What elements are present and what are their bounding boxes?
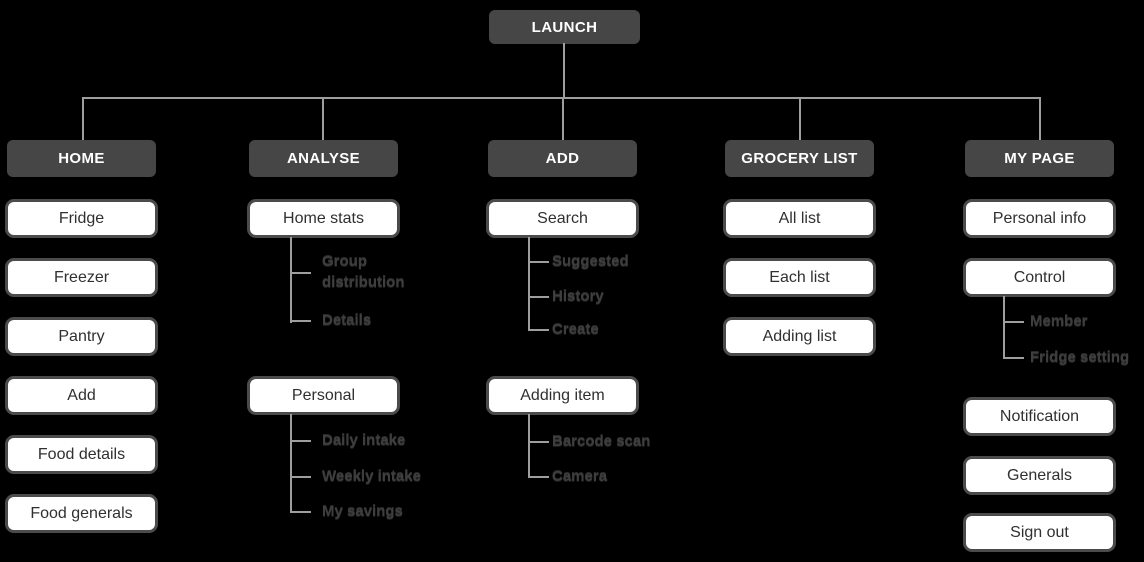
- tick-suggested: [528, 261, 549, 263]
- leaf-my-savings: My savings: [322, 503, 403, 520]
- node-search: Search: [486, 199, 639, 238]
- leaf-history: History: [552, 288, 604, 305]
- node-adding-list: Adding list: [723, 317, 876, 356]
- header-analyse: ANALYSE: [249, 140, 398, 177]
- connector-drop-grocery-list: [799, 97, 801, 140]
- branch-adding-item: [528, 414, 530, 478]
- connector-drop-analyse: [322, 97, 324, 140]
- connector-main-horizontal: [82, 97, 1041, 99]
- tick-daily-intake: [290, 440, 311, 442]
- tick-barcode-scan: [528, 441, 549, 443]
- node-freezer: Freezer: [5, 258, 158, 297]
- node-fridge: Fridge: [5, 199, 158, 238]
- leaf-create: Create: [552, 321, 599, 338]
- tick-create: [528, 329, 549, 331]
- header-my-page: MY PAGE: [965, 140, 1114, 177]
- connector-launch-stem: [563, 43, 565, 98]
- branch-search: [528, 237, 530, 331]
- tick-fridge-setting: [1003, 357, 1024, 359]
- connector-drop-add: [562, 97, 564, 140]
- connector-drop-my-page: [1039, 97, 1041, 140]
- node-notification: Notification: [963, 397, 1116, 436]
- leaf-camera: Camera: [552, 468, 608, 485]
- header-grocery-list: GROCERY LIST: [725, 140, 874, 177]
- node-all-list: All list: [723, 199, 876, 238]
- tick-group-distribution: [290, 272, 311, 274]
- tick-member: [1003, 321, 1024, 323]
- branch-home-stats: [290, 237, 292, 323]
- leaf-fridge-setting: Fridge setting: [1030, 349, 1130, 366]
- node-personal-info: Personal info: [963, 199, 1116, 238]
- leaf-member: Member: [1030, 313, 1088, 330]
- node-generals: Generals: [963, 456, 1116, 495]
- tick-my-savings: [290, 511, 311, 513]
- node-pantry: Pantry: [5, 317, 158, 356]
- tick-weekly-intake: [290, 476, 311, 478]
- tick-history: [528, 296, 549, 298]
- header-add: ADD: [488, 140, 637, 177]
- tick-details: [290, 320, 311, 322]
- node-control: Control: [963, 258, 1116, 297]
- node-personal: Personal: [247, 376, 400, 415]
- node-sign-out: Sign out: [963, 513, 1116, 552]
- header-home: HOME: [7, 140, 156, 177]
- connector-drop-home: [82, 97, 84, 140]
- leaf-barcode-scan: Barcode scan: [552, 433, 651, 450]
- node-adding-item: Adding item: [486, 376, 639, 415]
- node-home-stats: Home stats: [247, 199, 400, 238]
- branch-personal: [290, 414, 292, 513]
- branch-control: [1003, 296, 1005, 359]
- leaf-details: Details: [322, 312, 372, 329]
- node-launch: LAUNCH: [489, 10, 640, 44]
- leaf-daily-intake: Daily intake: [322, 432, 406, 449]
- leaf-weekly-intake: Weekly intake: [322, 468, 421, 485]
- leaf-suggested: Suggested: [552, 253, 629, 270]
- leaf-group-distribution: Group distribution: [322, 253, 405, 291]
- tick-camera: [528, 476, 549, 478]
- node-food-details: Food details: [5, 435, 158, 474]
- node-each-list: Each list: [723, 258, 876, 297]
- node-add: Add: [5, 376, 158, 415]
- node-food-generals: Food generals: [5, 494, 158, 533]
